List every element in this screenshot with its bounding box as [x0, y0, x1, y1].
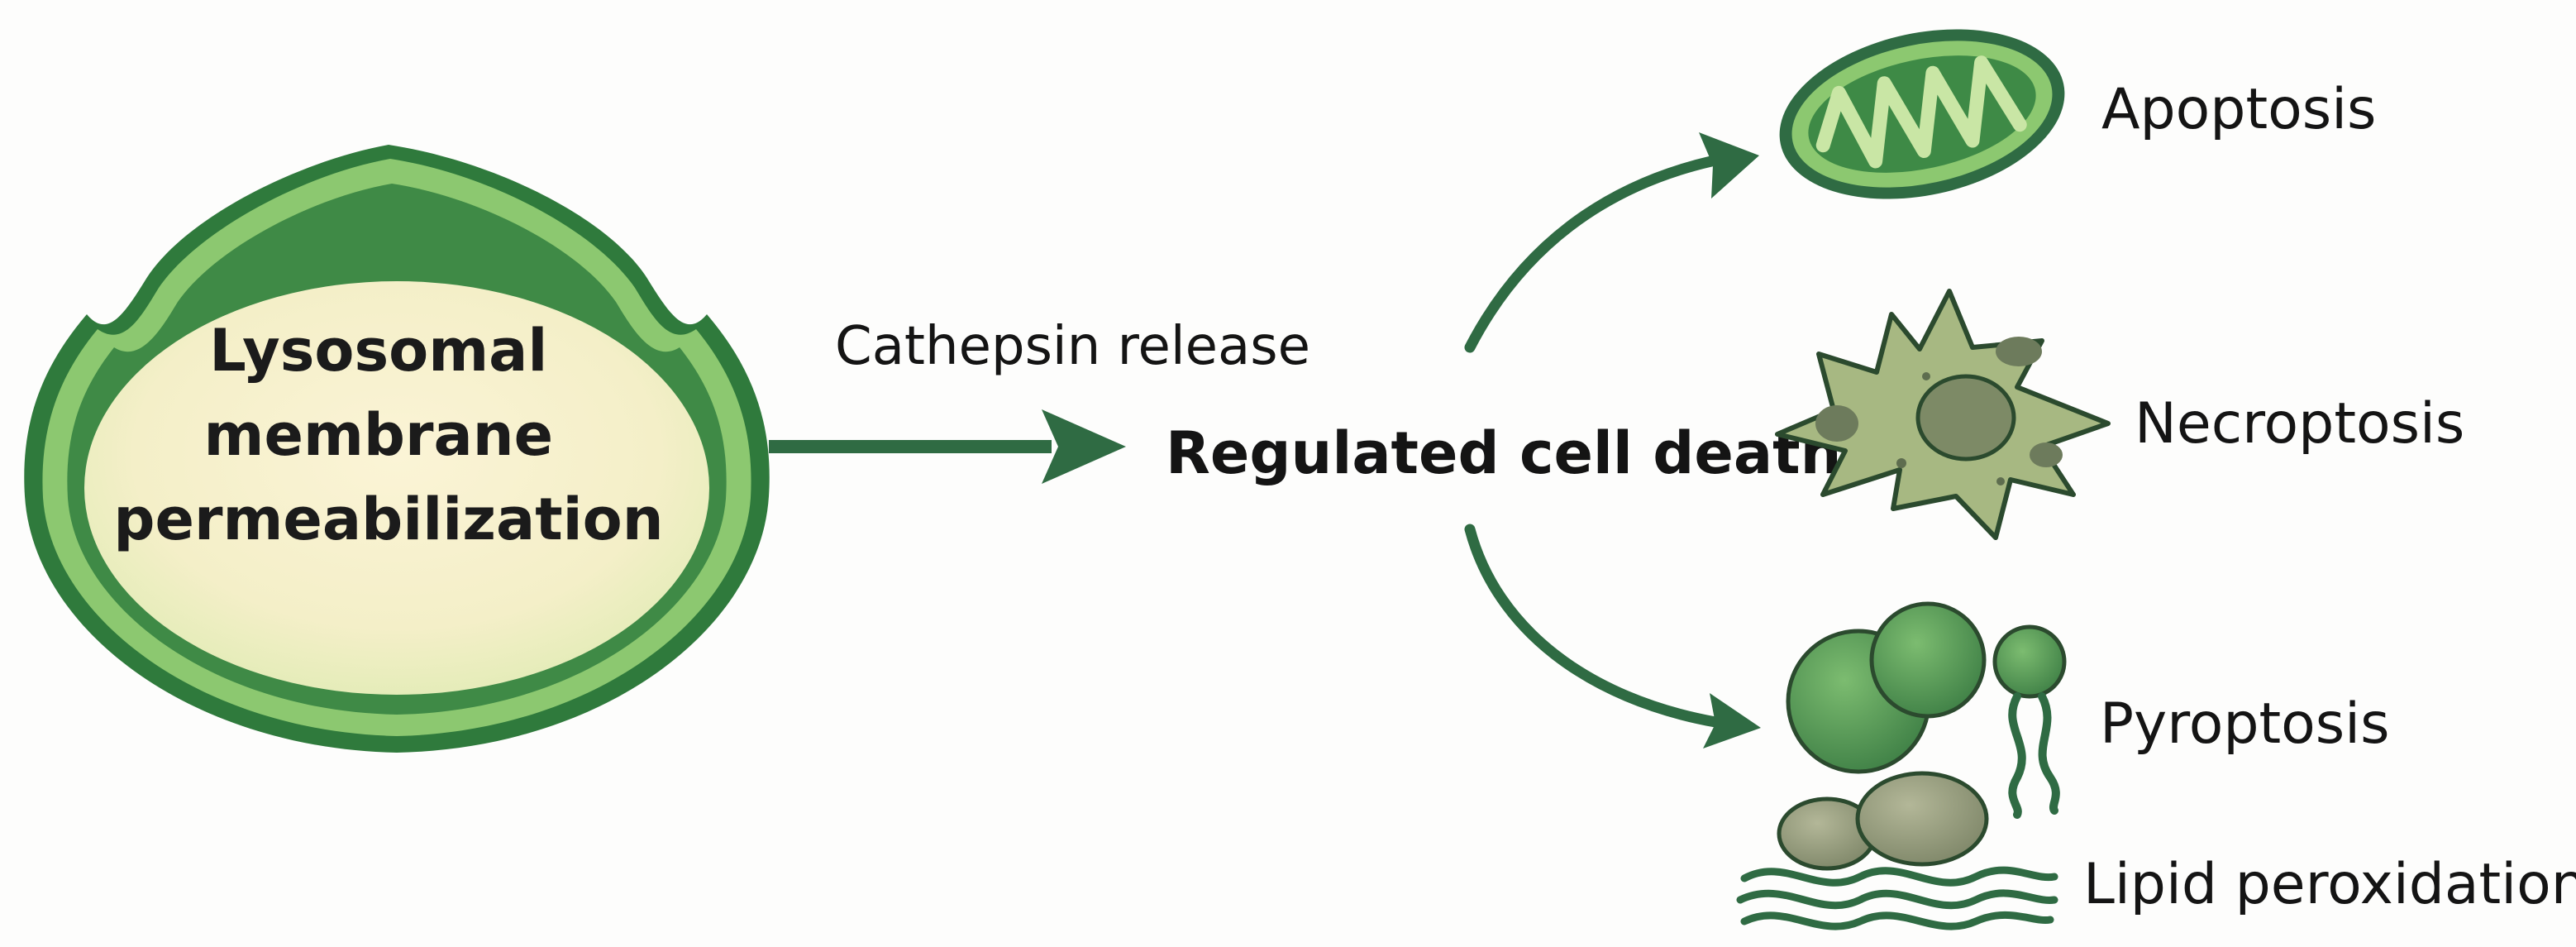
lysosome-label-line-3: permeabilization: [113, 485, 663, 553]
cathepsin-release-label: Cathepsin release: [835, 316, 1310, 377]
apoptosis-label: Apoptosis: [2101, 77, 2376, 142]
lysosome-icon: [24, 145, 770, 753]
pyroptosis-label: Pyroptosis: [2100, 691, 2390, 757]
necroptosis-label: Necroptosis: [2135, 391, 2464, 457]
outcome-apoptosis: Apoptosis: [1779, 29, 2376, 199]
pyroptotic-bodies-icon: [1786, 601, 2067, 819]
outcome-lipid-peroxidation: Lipid peroxidation: [1736, 771, 2576, 930]
lysosome-label: Lysosomal membrane permeabilization: [113, 317, 663, 553]
regulated-cell-death-label: Regulated cell death: [1166, 419, 1841, 487]
outcome-pyroptosis: Pyroptosis: [1786, 601, 2390, 819]
ruptured-cell-icon: [1775, 289, 2111, 540]
branch-arrow-up: [1464, 132, 1759, 353]
lipid-peroxidation-label: Lipid peroxidation: [2083, 852, 2576, 917]
branch-arrow-down: [1464, 524, 1761, 749]
lysosome-node: Lysosomal membrane permeabilization: [24, 145, 770, 753]
lysosome-label-line-1: Lysosomal: [209, 317, 547, 385]
lipid-membrane-icon: [1736, 771, 2058, 930]
cathepsin-release-arrow: [769, 409, 1126, 484]
outcome-necroptosis: Necroptosis: [1775, 289, 2464, 540]
mitochondrion-icon: [1779, 29, 2065, 199]
lysosome-label-line-2: membrane: [204, 401, 554, 469]
